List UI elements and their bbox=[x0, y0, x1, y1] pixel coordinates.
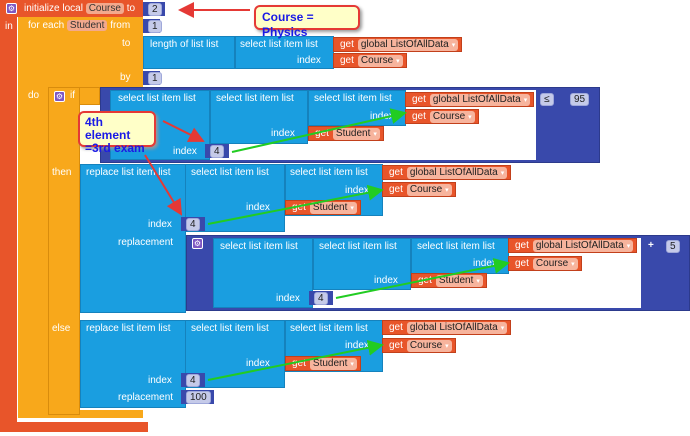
length-of-list-label: length of list list bbox=[150, 39, 219, 50]
red-arrow bbox=[144, 154, 183, 216]
select-list-label: select list item list bbox=[290, 167, 368, 178]
then-label: then bbox=[52, 167, 72, 178]
to-label: to bbox=[122, 38, 131, 49]
compare-number-block[interactable]: 95 bbox=[565, 92, 591, 106]
green-arrow bbox=[231, 108, 407, 153]
select-list-item-block[interactable] bbox=[235, 36, 334, 69]
gear-icon[interactable]: ⚙ bbox=[6, 3, 17, 14]
length-of-list-block[interactable] bbox=[143, 36, 235, 69]
variable-name-course[interactable]: Course bbox=[85, 3, 124, 14]
by-number-block[interactable]: 1 bbox=[143, 71, 162, 85]
if-label: if bbox=[70, 90, 75, 101]
select-list-label: select list item list bbox=[118, 93, 196, 104]
replacement-label: replacement bbox=[118, 237, 174, 248]
index-label: index bbox=[297, 55, 321, 66]
initialize-local-body bbox=[0, 0, 17, 432]
in-label: in bbox=[5, 21, 13, 32]
else-label: else bbox=[52, 323, 71, 334]
select-list-item-block[interactable] bbox=[313, 238, 411, 290]
select-list-label: select list item list bbox=[290, 323, 368, 334]
index-label: index bbox=[345, 185, 369, 196]
index-label: index bbox=[246, 358, 270, 369]
replace-list-item-block[interactable] bbox=[80, 164, 186, 313]
replace-label: replace list item list bbox=[86, 167, 171, 178]
replace-label: replace list item list bbox=[86, 323, 171, 334]
select-list-label: select list item list bbox=[216, 93, 294, 104]
add-operator: + bbox=[648, 240, 654, 251]
gear-icon[interactable]: ⚙ bbox=[54, 91, 65, 102]
gear-icon[interactable]: ⚙ bbox=[192, 238, 203, 249]
index-label: index bbox=[271, 128, 295, 139]
red-arrow bbox=[162, 120, 205, 142]
select-list-label: select list item list bbox=[191, 167, 269, 178]
green-arrow bbox=[335, 257, 510, 299]
for-each-body bbox=[18, 17, 48, 417]
index-number-block[interactable]: 4 bbox=[181, 217, 205, 231]
index-number-block[interactable]: 4 bbox=[309, 291, 333, 305]
initialize-local-bottom bbox=[0, 422, 148, 432]
index-number-block[interactable]: 4 bbox=[205, 144, 229, 158]
select-list-item-block[interactable] bbox=[210, 90, 308, 144]
green-arrow bbox=[207, 339, 384, 381]
replace-list-item-block[interactable] bbox=[80, 320, 186, 408]
index-label: index bbox=[173, 146, 197, 157]
index-label: index bbox=[473, 258, 497, 269]
callout-course-physics: Course = Physics bbox=[254, 5, 360, 39]
from-number-block[interactable]: 1 bbox=[143, 19, 162, 33]
index-label: index bbox=[345, 340, 369, 351]
select-list-label: select list item list bbox=[191, 323, 269, 334]
add-number-block[interactable]: 5 bbox=[661, 239, 683, 253]
callout-fourth-element: 4th element=3rd exam bbox=[78, 111, 156, 155]
index-label: index bbox=[374, 275, 398, 286]
index-label: index bbox=[276, 293, 300, 304]
replacement-label: replacement bbox=[118, 392, 174, 403]
replacement-number-block[interactable]: 100 bbox=[181, 390, 214, 404]
select-list-label: select list item list bbox=[417, 241, 495, 252]
index-label: index bbox=[148, 375, 172, 386]
variable-name-student[interactable]: Student bbox=[66, 20, 108, 31]
do-label: do bbox=[28, 90, 40, 101]
for-each-bottom bbox=[18, 410, 143, 418]
index-label: index bbox=[370, 111, 394, 122]
if-else-body bbox=[48, 87, 80, 415]
select-list-label: select list item list bbox=[314, 93, 392, 104]
select-list-item-block[interactable] bbox=[213, 238, 313, 308]
initialize-local-label: initialize local Course to bbox=[24, 3, 136, 14]
for-each-label: for each Student from bbox=[28, 20, 131, 31]
green-arrow bbox=[207, 184, 384, 225]
select-list-label: select list item list bbox=[240, 39, 318, 50]
select-list-label: select list item list bbox=[220, 241, 298, 252]
index-number-block[interactable]: 4 bbox=[181, 373, 205, 387]
index-label: index bbox=[246, 202, 270, 213]
select-list-label: select list item list bbox=[319, 241, 397, 252]
number-block[interactable]: 2 bbox=[143, 2, 165, 16]
by-label: by bbox=[120, 72, 131, 83]
index-label: index bbox=[148, 219, 172, 230]
compare-operator-dropdown[interactable]: ≤ bbox=[540, 93, 554, 106]
